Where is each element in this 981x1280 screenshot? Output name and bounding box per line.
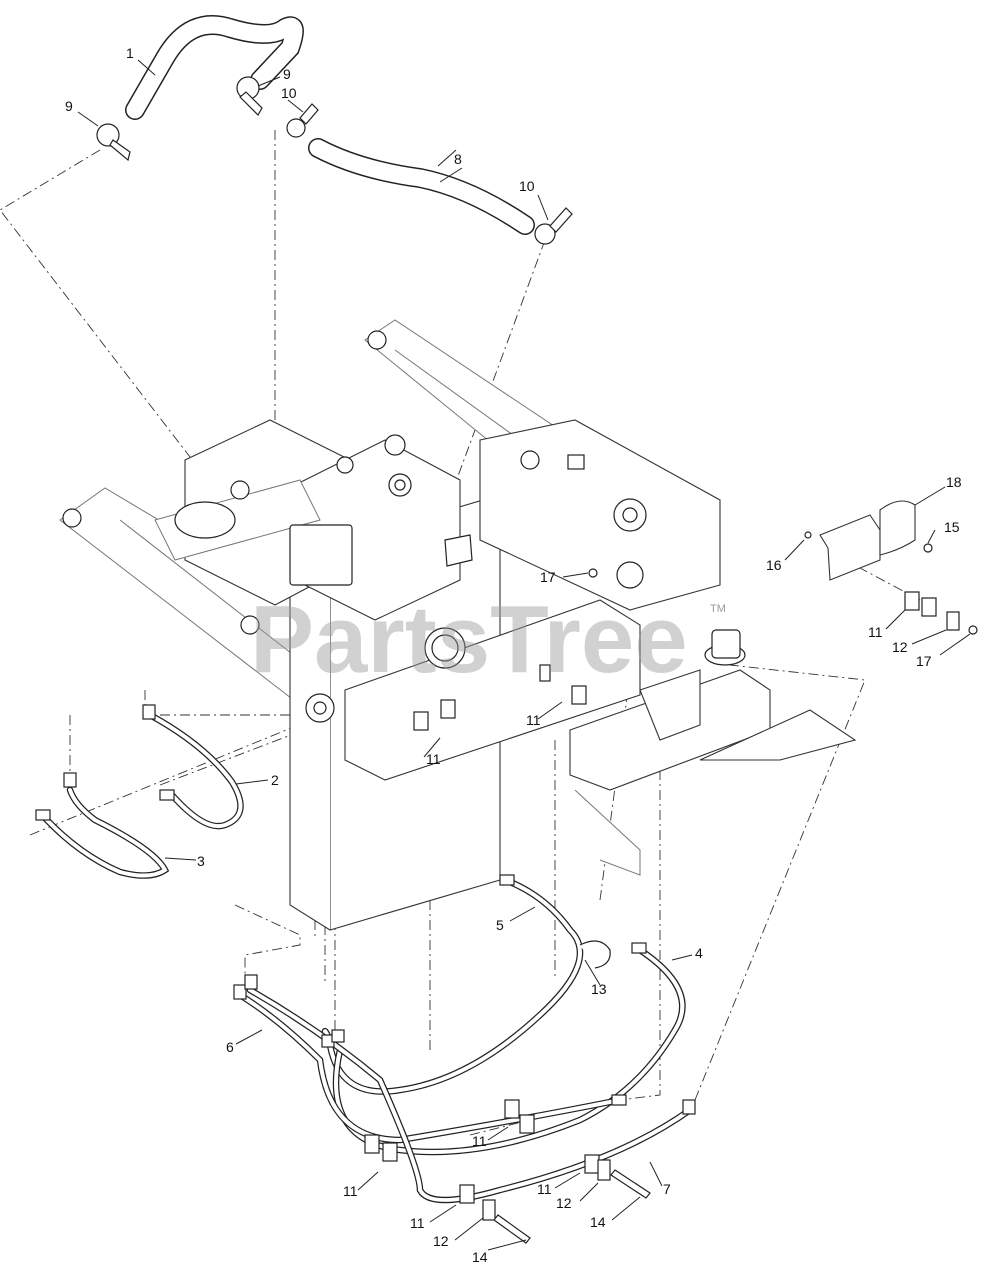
callout-7: 7 [663, 1181, 671, 1197]
callout-6: 6 [226, 1039, 234, 1055]
callout-4: 4 [695, 945, 703, 961]
hose-clamps [364, 568, 978, 1244]
callout-11-center-left: 11 [426, 751, 441, 767]
callout-13: 13 [591, 981, 607, 997]
hose-guide [579, 940, 611, 969]
callout-labels: 1 9 9 10 8 10 18 15 16 17 11 12 17 11 11… [65, 45, 962, 1265]
callout-1: 1 [126, 45, 134, 61]
callout-12-lower-right: 12 [556, 1195, 572, 1211]
callout-10-right: 10 [519, 178, 535, 194]
callout-11-bottom: 11 [410, 1215, 425, 1231]
callout-9-left: 9 [65, 98, 73, 114]
callout-5: 5 [496, 917, 504, 933]
main-frame [59, 319, 857, 931]
callout-15: 15 [944, 519, 960, 535]
callout-3: 3 [197, 853, 205, 869]
callout-18: 18 [946, 474, 962, 490]
callout-11-lower-left: 11 [343, 1183, 358, 1199]
callout-11-right-bracket: 11 [868, 624, 883, 640]
callout-16: 16 [766, 557, 782, 573]
hoses-2-and-3 [35, 704, 244, 879]
callout-11-lower-center: 11 [472, 1133, 487, 1149]
callout-11-lower-right: 11 [537, 1181, 552, 1197]
mounting-bracket [804, 500, 933, 581]
callout-leaders [77, 59, 971, 1251]
callout-17-center: 17 [540, 569, 556, 585]
suction-hoses [96, 15, 573, 245]
callout-11-center-right: 11 [526, 712, 541, 728]
watermark: PartsTree [250, 586, 688, 693]
callout-12-right-bracket: 12 [892, 639, 908, 655]
callout-17-right: 17 [916, 653, 932, 669]
callout-10-left: 10 [281, 85, 297, 101]
lower-long-hoses [233, 874, 696, 1204]
callout-14-right: 14 [590, 1214, 606, 1230]
callout-12-bottom: 12 [433, 1233, 449, 1249]
callout-9-upper: 9 [283, 66, 291, 82]
watermark-trademark: TM [710, 603, 726, 615]
callout-8: 8 [454, 151, 462, 167]
callout-2: 2 [271, 772, 279, 788]
callout-14-bottom: 14 [472, 1249, 488, 1265]
